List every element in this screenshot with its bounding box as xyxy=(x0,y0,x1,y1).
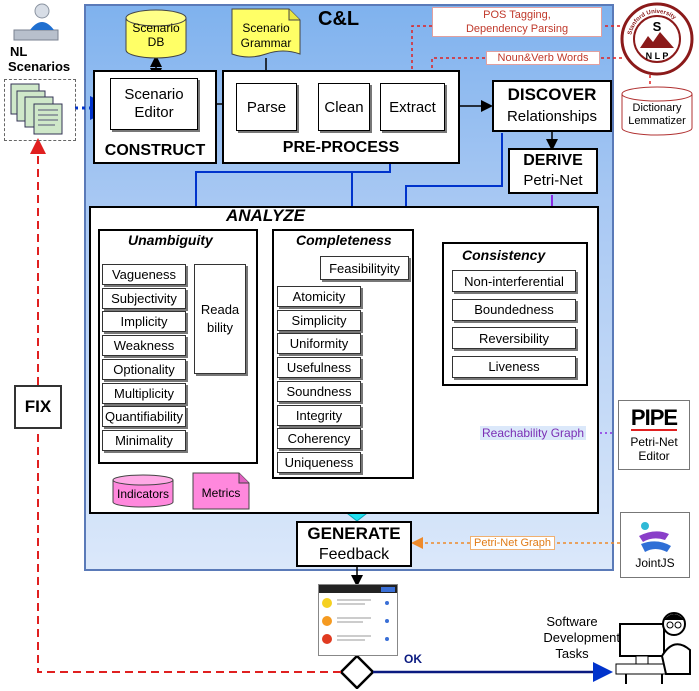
noun-verb-label: Noun&Verb Words xyxy=(486,51,600,65)
consistency-item[interactable]: Boundedness xyxy=(452,298,576,321)
completeness-item[interactable]: Simplicity xyxy=(277,309,361,331)
unambiguity-item[interactable]: Vagueness xyxy=(102,264,186,285)
unambiguity-item[interactable]: Implicity xyxy=(102,311,186,333)
unambiguity-item[interactable]: Quantifiability xyxy=(102,406,186,428)
feedback-screenshot xyxy=(318,584,398,656)
consistency-title: Consistency xyxy=(462,247,546,263)
software-dev-label: Software Development Tasks xyxy=(543,614,620,661)
feasibility-cell[interactable]: Feasibilityity xyxy=(320,256,409,280)
nlp-s-text: S xyxy=(653,19,662,34)
discover-title: DISCOVER xyxy=(507,85,597,104)
metrics-note: Metrics xyxy=(192,472,250,510)
unambiguity-item[interactable]: Subjectivity xyxy=(102,287,186,309)
completeness-item[interactable]: Usefulness xyxy=(277,357,361,379)
clean-box[interactable]: Clean xyxy=(318,83,370,131)
reachability-graph-label: Reachability Graph xyxy=(480,426,587,440)
indicators-db: Indicators xyxy=(111,474,175,508)
parse-box[interactable]: Parse xyxy=(236,83,297,131)
completeness-title: Completeness xyxy=(296,232,392,248)
completeness-item[interactable]: Atomicity xyxy=(277,286,361,307)
jointjs-icon xyxy=(639,522,671,552)
unambiguity-item[interactable]: Multiplicity xyxy=(102,382,186,404)
generate-subtitle: Feedback xyxy=(318,546,390,563)
pos-tagging-label: POS Tagging,Dependency Parsing xyxy=(432,7,602,37)
unambiguity-item[interactable]: Minimality xyxy=(102,429,186,451)
unambiguity-item[interactable]: Optionality xyxy=(102,358,186,380)
derive-title: DERIVE xyxy=(523,152,583,169)
completeness-item[interactable]: Uniqueness xyxy=(277,451,361,473)
nlp-text: N L P xyxy=(646,51,669,61)
construct-title: CONSTRUCT xyxy=(104,142,206,159)
completeness-item[interactable]: Coherency xyxy=(277,428,361,450)
consistency-item[interactable]: Reversibility xyxy=(452,327,576,349)
discover-box[interactable]: DISCOVER Relationships xyxy=(492,80,612,132)
completeness-item[interactable]: Integrity xyxy=(277,404,361,426)
discover-subtitle: Relationships xyxy=(506,108,598,125)
developer-icon xyxy=(612,606,694,686)
stanford-nlp-logo: Stanford University S N L P xyxy=(620,2,694,76)
user-icon xyxy=(12,2,66,42)
pipe-editor[interactable]: PIPE Petri-Net Editor xyxy=(618,400,690,470)
scenario-documents[interactable] xyxy=(4,79,76,141)
consistency-item[interactable]: Non-interferential xyxy=(452,270,576,292)
jointjs-box[interactable]: JointJS xyxy=(620,512,690,578)
derive-subtitle: Petri-Net xyxy=(523,172,583,189)
petri-net-graph-label: Petri-Net Graph xyxy=(470,536,556,550)
derive-box[interactable]: DERIVE Petri-Net xyxy=(508,148,598,194)
fix-label: FIX xyxy=(24,397,52,416)
pipe-logo: PIPE xyxy=(630,405,678,431)
generate-feedback-box[interactable]: GENERATE Feedback xyxy=(296,521,412,567)
completeness-item[interactable]: Soundness xyxy=(277,380,361,402)
analyze-title: ANALYZE xyxy=(226,206,306,225)
ok-label: OK xyxy=(404,652,422,666)
cl-title: C&L xyxy=(318,8,360,30)
nl-scenarios-label: NL Scenarios xyxy=(8,44,71,74)
generate-title: GENERATE xyxy=(307,524,401,543)
consistency-item[interactable]: Liveness xyxy=(452,355,576,378)
unambiguity-item[interactable]: Weakness xyxy=(102,335,186,357)
completeness-item[interactable]: Uniformity xyxy=(277,333,361,355)
unambiguity-title: Unambiguity xyxy=(128,232,213,248)
fix-box[interactable]: FIX xyxy=(14,385,62,429)
preprocess-title: PRE-PROCESS xyxy=(282,139,400,156)
extract-box[interactable]: Extract xyxy=(380,83,445,131)
